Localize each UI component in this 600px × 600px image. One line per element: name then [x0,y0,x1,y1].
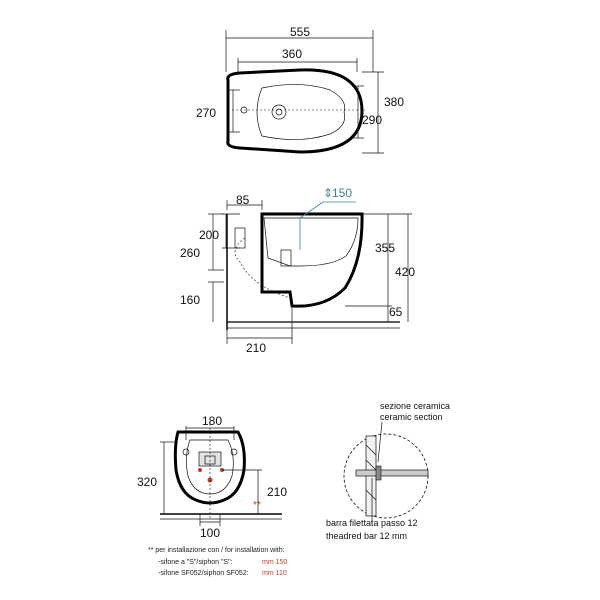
dim-210-front-marker: ** [253,500,261,511]
top-view: 555 360 270 380 290 [196,25,404,154]
dim-65: 65 [389,305,403,319]
top-drain-hole [271,104,287,120]
dim-260: 260 [180,246,200,260]
side-drain [280,249,292,267]
dim-210: 210 [246,341,266,355]
front-fix-marker-left [198,468,202,472]
dim-290: 290 [362,113,382,127]
detail-nut [375,465,382,481]
dim-150-arrow-icon: ⇕ [323,186,333,200]
side-fixing [234,227,246,249]
side-view: 85 150 ⇕ 200 260 160 355 420 65 210 [180,186,415,355]
dim-85: 85 [236,193,250,207]
top-bowl-rim [256,84,346,140]
detail-label-bar-it: barra filettata passo 12 [326,518,418,528]
note-line-3-value: mm 110 [262,570,287,577]
top-bowl-outline [226,68,364,154]
detail-hatch-3 [365,489,377,501]
dim-200: 200 [199,228,219,242]
dim-355: 355 [375,241,395,255]
front-fix-hole-left [182,448,190,456]
dim-150-leader [299,201,324,219]
note-line-3: -sifone SF052/siphon SF052: [158,570,249,577]
side-bowl-inner [263,217,359,267]
dim-380: 380 [384,95,404,109]
dim-100: 100 [200,526,220,540]
detail-label-ceramic-en: ceramic section [380,412,443,422]
side-siphon-path [234,237,291,299]
dim-420: 420 [395,265,415,279]
detail-label-ceramic-it: sezione ceramica [380,401,450,411]
installation-notes: ** per installazione con / for installat… [148,547,287,577]
dim-180: 180 [202,414,222,428]
dim-555: 555 [290,25,310,39]
dim-360: 360 [282,47,302,61]
detail-label-bar-en: theadred bar 12 mm [326,531,407,541]
note-line-2-value: mm 150 [262,559,287,566]
detail-hatch-1 [365,444,377,456]
detail-hatch-2 [365,459,377,471]
front-fix-hole-right [230,448,238,456]
front-view: 180 320 210 ** 100 [137,414,287,540]
note-line-1: ** per installazione con / for installat… [148,547,285,554]
dim-150: 150 [332,186,352,200]
dim-210-front: 210 [267,485,287,499]
dim-320: 320 [137,475,157,489]
dim-270: 270 [196,106,216,120]
top-drain-hole-inner [275,108,283,116]
side-bowl-outline [260,212,364,308]
front-bowl-outline [173,430,246,505]
detail-leader-ceramic [377,421,383,463]
note-line-2: -sifone a "S"/siphon "S": [158,559,233,566]
section-detail: sezione ceramica ceramic section barra f… [326,401,450,541]
dim-160: 160 [180,293,200,307]
detail-threaded-bar [355,469,429,477]
